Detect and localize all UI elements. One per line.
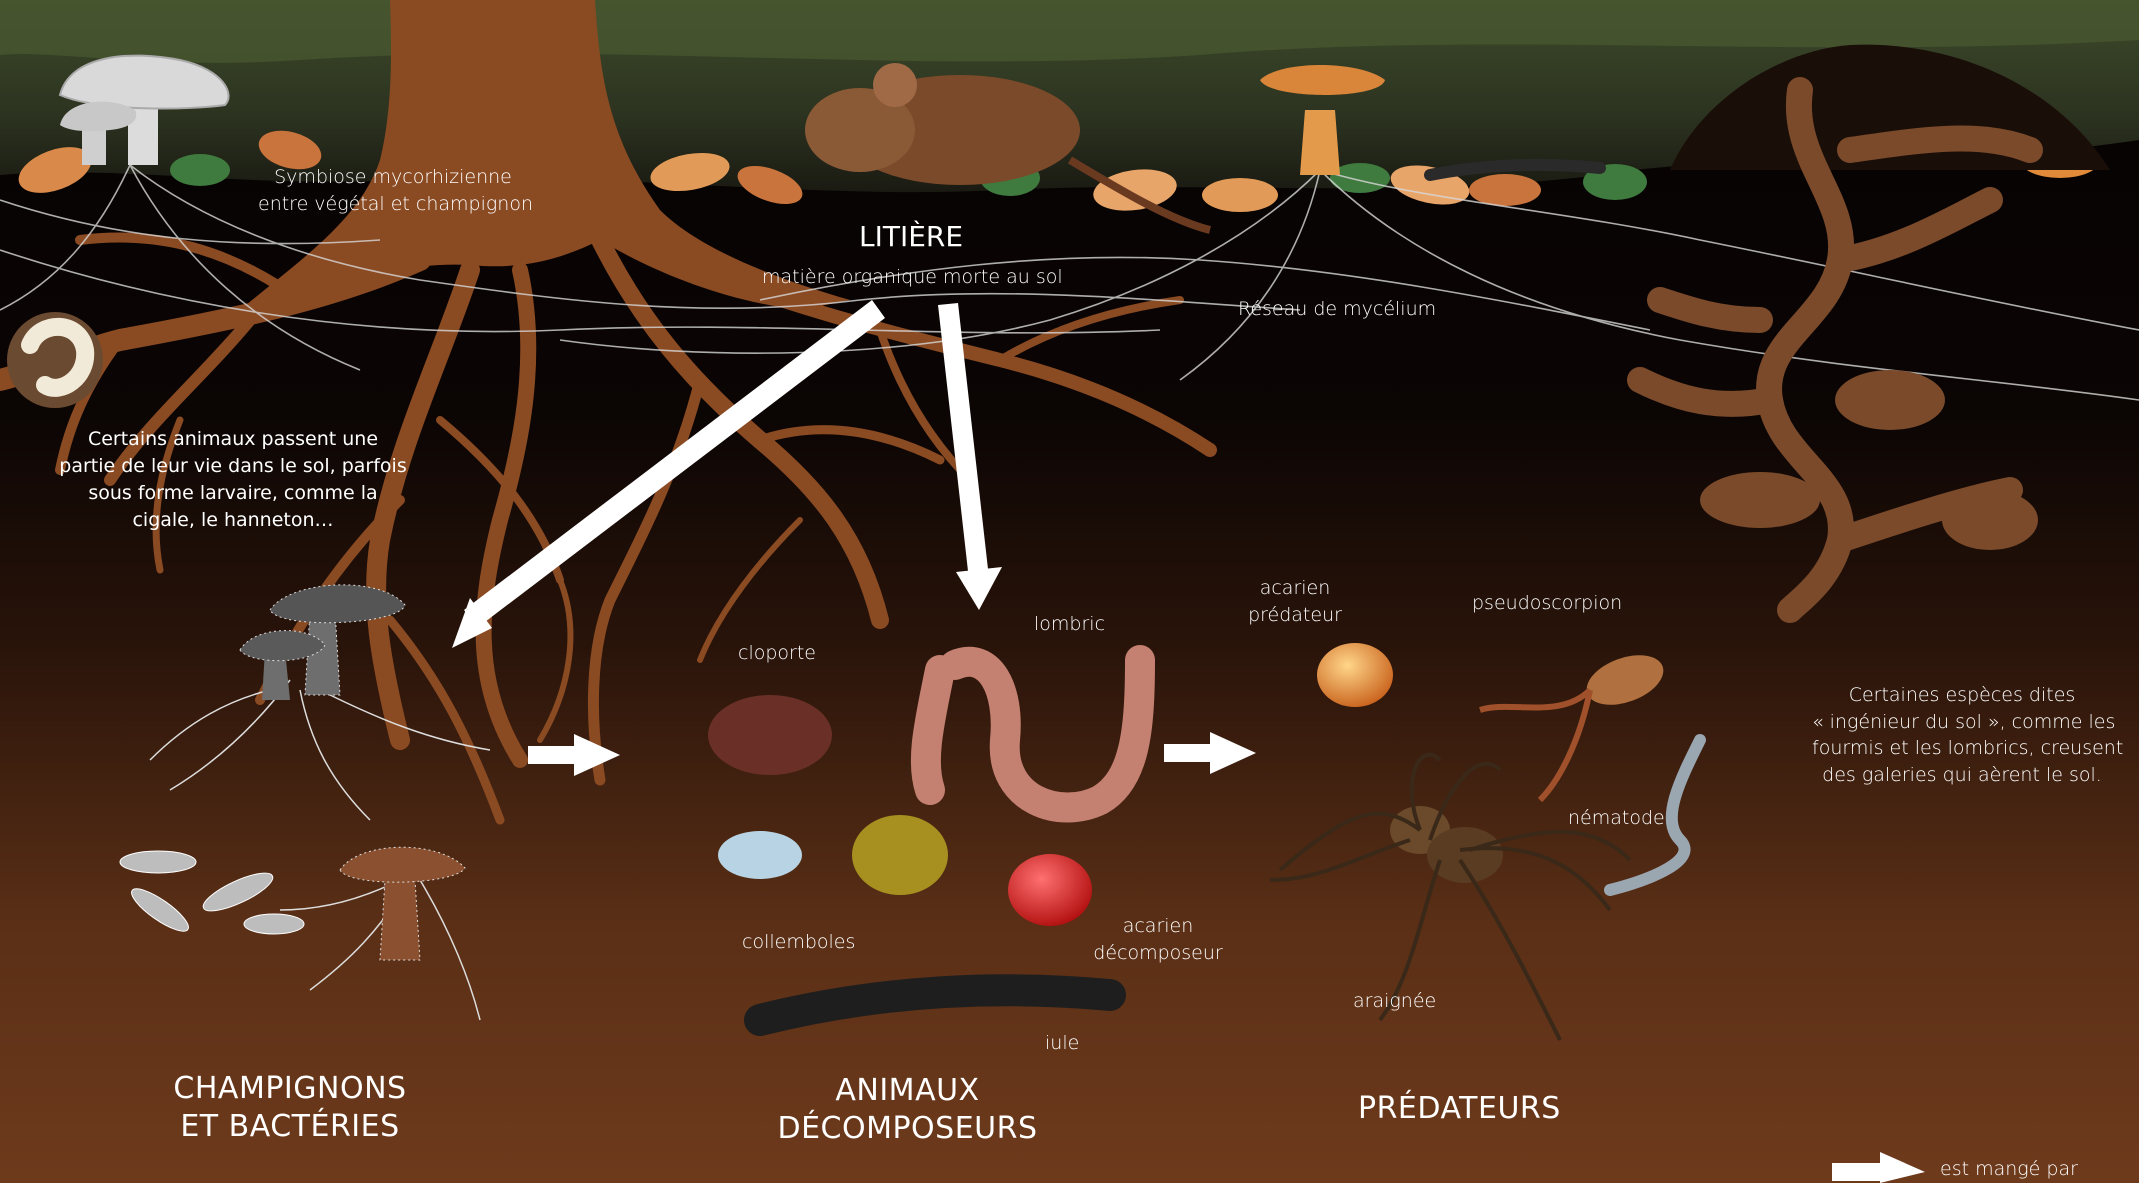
acarien-decomposeur-line-1: acarien (1086, 913, 1230, 940)
cloporte-label: cloporte (738, 640, 816, 667)
legend-eaten-by: est mangé par (1940, 1158, 2078, 1181)
acarien-predateur-line-1: acarien (1240, 575, 1350, 602)
ant-nest-galleries (1640, 45, 2110, 610)
fungi-and-bacteria-illustration (120, 585, 490, 1020)
araignee-label: araignée (1353, 988, 1436, 1015)
legend-arrow (1832, 1152, 1925, 1183)
pseudoscorpion-label: pseudoscorpion (1472, 590, 1622, 617)
decomposers-title-line-1: ANIMAUX (770, 1072, 1045, 1110)
iule-label: iule (1045, 1030, 1079, 1057)
acarien-predateur-shape (1317, 643, 1393, 707)
fungi-title-line-1: CHAMPIGNONS (160, 1070, 420, 1108)
lombric-shape (926, 660, 1140, 808)
decomposers-title-line-2: DÉCOMPOSEURS (770, 1110, 1045, 1148)
engineers-line-3: fourmis et les lombrics, creusent (1812, 735, 2112, 762)
symbiosis-line-1: Symbiose mycorhizienne (258, 164, 528, 191)
fungi-title-line-2: ET BACTÉRIES (160, 1108, 420, 1146)
predators-title: PRÉDATEURS (1358, 1090, 1561, 1128)
decomposers-illustration (708, 660, 1140, 1020)
lombric-label: lombric (1034, 611, 1105, 638)
engineers-line-4: des galeries qui aèrent le sol. (1812, 762, 2112, 789)
acarien-predateur-label: acarien prédateur (1240, 575, 1350, 628)
collembole-shape (718, 831, 802, 879)
acarien-predateur-line-2: prédateur (1240, 602, 1350, 629)
symbiosis-line-2: entre végétal et champignon (258, 191, 528, 218)
grub-larva (7, 312, 103, 408)
iule-shape (760, 990, 1110, 1020)
araignee-shape (1270, 755, 1630, 1040)
litter-title: LITIÈRE (859, 217, 963, 256)
decomposers-title: ANIMAUX DÉCOMPOSEURS (770, 1072, 1045, 1147)
engineers-line-2: « ingénieur du sol », comme les (1812, 709, 2112, 736)
psoque-shape (852, 815, 948, 895)
nematode-label: nématode (1568, 805, 1665, 832)
symbiosis-note: Symbiose mycorhizienne entre végétal et … (258, 164, 528, 217)
predators-illustration (1270, 643, 1700, 1040)
larvae-note: Certains animaux passent une partie de l… (58, 426, 408, 534)
acarien-decomposeur-label: acarien décomposeur (1086, 913, 1230, 966)
cloporte-shape (708, 695, 832, 775)
litter-subtitle: matière organique morte au sol (762, 264, 1063, 291)
acarien-decomposeur-shape (1008, 854, 1092, 926)
collemboles-label: collemboles (742, 929, 855, 956)
soil-engineers-note: Certaines espèces dites « ingénieur du s… (1812, 682, 2112, 788)
pseudoscorpion-shape (1480, 646, 1670, 800)
fungi-bacteria-title: CHAMPIGNONS ET BACTÉRIES (160, 1070, 420, 1145)
arrow-decomposers-to-predators (1164, 732, 1256, 774)
engineers-line-1: Certaines espèces dites (1812, 682, 2112, 709)
mycelium-label: Réseau de mycélium (1238, 296, 1436, 323)
acarien-decomposeur-line-2: décomposeur (1086, 940, 1230, 967)
